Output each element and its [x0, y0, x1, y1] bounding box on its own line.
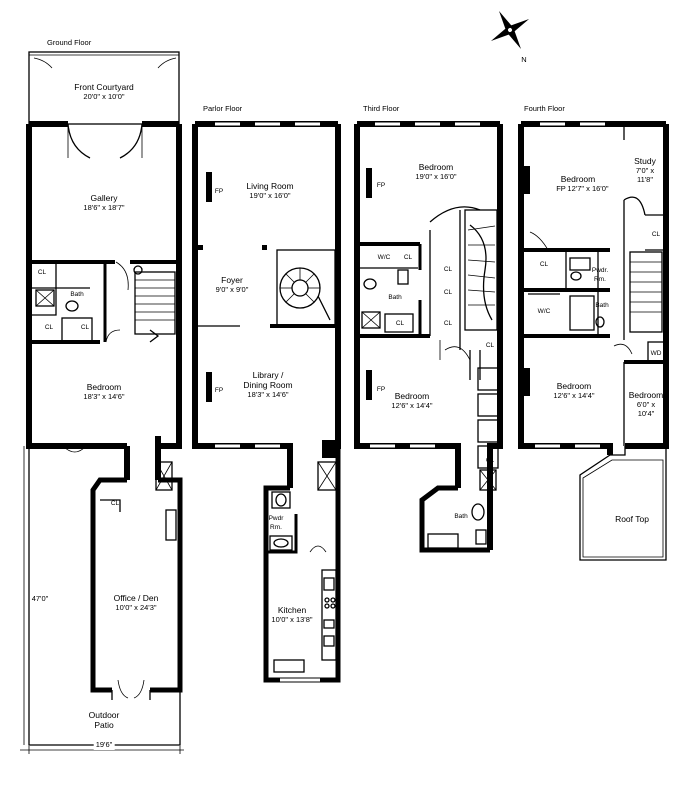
fourth-wd: WD: [650, 350, 662, 357]
third-bedroom-1-name: Bedroom: [418, 162, 454, 172]
fourth-fireplace: FP: [556, 184, 566, 193]
ground-closet-2: CL: [44, 324, 54, 331]
fourth-bath: Bath: [595, 302, 609, 309]
parlor-fireplace-1: FP: [214, 188, 224, 195]
parlor-fireplace-2: FP: [214, 387, 224, 394]
fourth-bedroom-3-dim-2: 10'4": [637, 409, 655, 418]
library-dim: 18'3" x 14'6": [247, 390, 289, 399]
fourth-bedroom-2-name: Bedroom: [556, 381, 592, 391]
third-closet-4: CL: [395, 320, 405, 327]
front-courtyard-name: Front Courtyard: [74, 82, 134, 92]
parlor-floor-plan: [192, 121, 341, 683]
study-dim-2: 11'8": [636, 175, 654, 184]
third-floor-plan: [354, 121, 503, 553]
ground-floor-plan: [20, 51, 184, 754]
third-floor-title: Third Floor: [363, 104, 400, 113]
outdoor-patio-name-2: Patio: [94, 720, 114, 730]
living-room-dim: 19'0" x 16'0": [249, 191, 291, 200]
third-fireplace-1: FP: [376, 182, 386, 189]
fourth-powder-name: Pwdr.: [591, 267, 609, 274]
gallery-dim: 18'6" x 18'7": [83, 203, 125, 212]
fourth-closet-1: CL: [651, 231, 661, 238]
ground-depth-dimension: 47'0": [31, 594, 49, 604]
third-closet-3: CL: [443, 289, 453, 296]
third-closet-6: CL: [485, 342, 495, 349]
fourth-floor-plan: [518, 121, 669, 561]
office-name: Office / Den: [113, 593, 159, 603]
fourth-bedroom-1-name: Bedroom: [560, 174, 596, 184]
parlor-floor-title: Parlor Floor: [203, 104, 243, 113]
gallery-name: Gallery: [90, 193, 118, 203]
fourth-powder-name-2: Rm.: [594, 276, 606, 283]
third-bedroom-2-dim: 12'6" x 14'4": [391, 401, 433, 410]
ground-bath: Bath: [70, 291, 84, 298]
third-wic: W/C: [377, 254, 391, 261]
ground-bedroom-name: Bedroom: [86, 382, 122, 392]
third-fireplace-2: FP: [376, 386, 386, 393]
fourth-bedroom-3-name: Bedroom: [628, 390, 664, 400]
compass-north-label: N: [521, 55, 527, 64]
third-closet-2: CL: [443, 266, 453, 273]
third-bath-1: Bath: [388, 294, 402, 301]
fourth-bedroom-1-dim: 12'7" x 16'0": [567, 184, 609, 193]
fourth-closet-2: CL: [539, 261, 549, 268]
ground-bedroom-dim: 18'3" x 14'6": [83, 392, 125, 401]
study-dim: 7'0" x: [635, 166, 655, 175]
foyer-name: Foyer: [221, 275, 243, 285]
third-closet-5: CL: [443, 320, 453, 327]
ground-closet-3: CL: [80, 324, 90, 331]
living-room-name: Living Room: [246, 181, 294, 191]
fourth-wic: W/C: [537, 308, 551, 315]
study-name: Study: [634, 156, 656, 166]
ground-floor-title: Ground Floor: [47, 38, 92, 47]
office-dim: 10'0" x 24'3": [115, 603, 157, 612]
foyer-dim: 9'0" x 9'0": [215, 285, 249, 294]
powder-room-name: Pwdr: [268, 515, 284, 522]
library-name-2: Dining Room: [243, 380, 293, 390]
office-closet: CL: [110, 500, 120, 507]
third-closet-7: CL: [485, 457, 495, 464]
fourth-bedroom-3-dim: 6'0" x: [636, 400, 656, 409]
roof-top-name: Roof Top: [615, 514, 649, 524]
third-bath-2: Bath: [454, 513, 468, 520]
outdoor-patio-name: Outdoor: [88, 710, 120, 720]
ground-width-dimension: 19'6": [93, 740, 115, 750]
kitchen-dim: 10'0" x 13'8": [271, 615, 313, 624]
compass-rose-icon: [490, 10, 530, 50]
third-bedroom-1-dim: 19'0" x 16'0": [415, 172, 457, 181]
front-courtyard-dim: 20'0" x 10'0": [83, 92, 125, 101]
third-closet-1: CL: [403, 254, 413, 261]
third-bedroom-2-name: Bedroom: [394, 391, 430, 401]
library-name: Library /: [252, 370, 284, 380]
ground-closet-1: CL: [37, 269, 47, 276]
fourth-floor-title: Fourth Floor: [524, 104, 565, 113]
fourth-bedroom-2-dim: 12'6" x 14'4": [553, 391, 595, 400]
kitchen-name: Kitchen: [277, 605, 307, 615]
powder-room-name-2: Rm.: [270, 524, 282, 531]
